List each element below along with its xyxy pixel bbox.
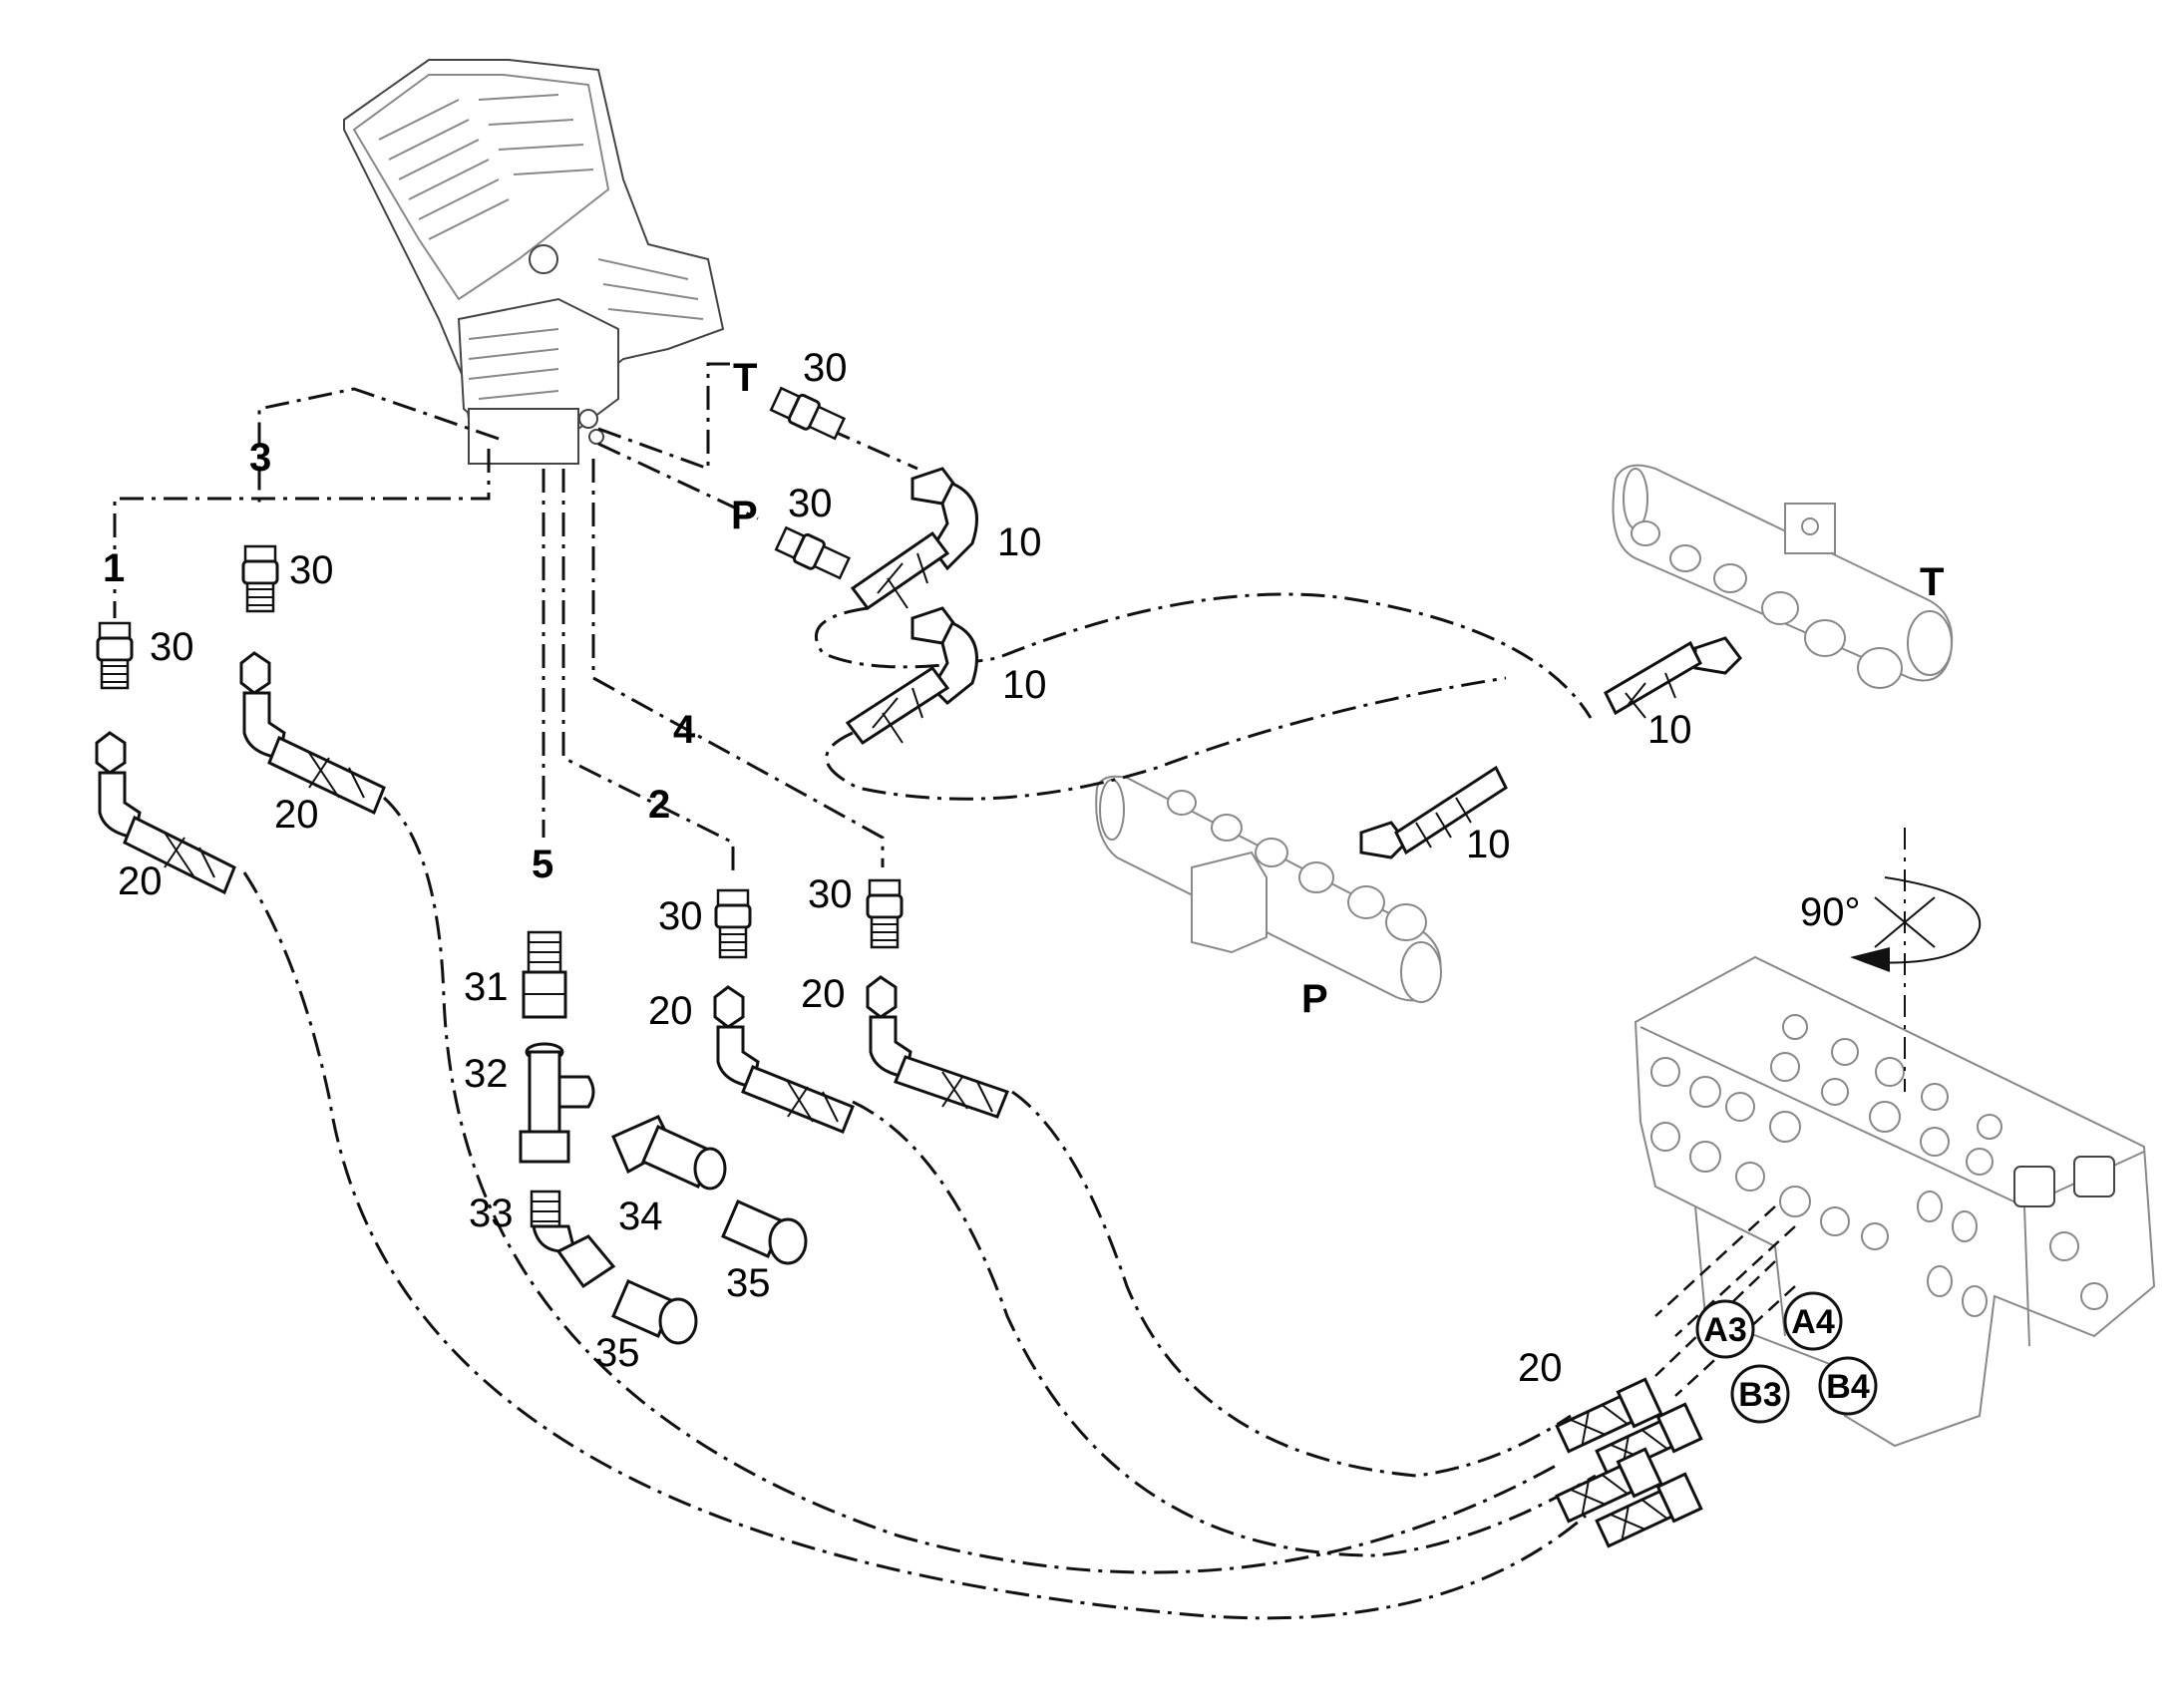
hose-end-10-p [845,606,978,746]
line-2-label: 2 [648,783,670,827]
part-20-label-valve: 20 [1518,1346,1563,1390]
line-1-label: 1 [103,546,125,590]
fitting-33-elbow [530,1190,616,1289]
rotation-label: 90° [1800,890,1861,934]
hose-end-20-line2 [713,985,855,1134]
control-valve-block [1634,955,2156,1448]
valve-port-b3: B3 [1730,1364,1790,1424]
fitting-30-line2 [714,888,752,959]
fitting-34 [611,1115,727,1191]
pedal-port-t-label: T [733,356,757,400]
part-10-label-p: 10 [1002,663,1047,707]
valve-port-b4-label: B4 [1826,1368,1870,1406]
hose-end-10-manifold-t [1604,636,1742,719]
valve-port-a4-label: A4 [1791,1303,1835,1341]
part-20-label-line4: 20 [801,972,846,1016]
part-10-label-manifold-t: 10 [1647,708,1692,752]
fitting-35-b [611,1279,698,1345]
fitting-30-port-t [769,386,847,441]
line-4-label: 4 [673,708,696,752]
fitting-30-port-p [774,525,852,580]
fitting-30-line3 [241,544,279,613]
hose-end-20-line1 [95,731,236,895]
hose-end-10-t [850,467,978,611]
line-3-label: 3 [249,436,271,480]
part-30-label-line2: 30 [658,894,703,938]
fitting-30-line4 [866,878,904,949]
part-30-label-line3: 30 [289,548,334,592]
part-10-label-t: 10 [997,520,1042,564]
part-35-label-b: 35 [595,1331,640,1375]
part-20-label-line1: 20 [118,859,163,903]
part-34-label: 34 [618,1195,663,1238]
pedal-port-p-label: P [731,494,758,537]
line-5-label: 5 [532,843,553,886]
fitting-31 [522,930,567,1019]
part-10-label-manifold-p: 10 [1466,823,1511,866]
rotation-indicator [1850,828,1982,1092]
part-35-label-a: 35 [726,1261,771,1305]
fitting-30-line1 [96,621,134,690]
part-30-label-p: 30 [788,482,833,525]
part-32-label: 32 [464,1052,509,1096]
manifold-t [1612,464,1954,689]
valve-port-a4: A4 [1783,1291,1843,1351]
manifold-p [1095,775,1442,1003]
fitting-32-tee [519,1042,595,1164]
hose-end-10-manifold-p [1359,765,1508,859]
part-20-label-line2: 20 [648,989,693,1033]
valve-port-a3: A3 [1695,1299,1755,1359]
hose-end-20-line3 [239,651,386,816]
manifold-p-label: P [1301,977,1328,1021]
valve-port-a3-label: A3 [1703,1311,1746,1349]
hose-routes [113,362,1796,1620]
manifold-t-label: T [1920,560,1944,604]
hose-end-20-line4 [866,975,1009,1119]
fitting-35-a [721,1199,808,1265]
valve-port-b3-label: B3 [1738,1376,1781,1414]
hose-ends-20-valve [1555,1377,1703,1548]
valve-port-b4: B4 [1818,1356,1878,1416]
part-30-label-line1: 30 [150,625,194,669]
foot-pedal-assembly [343,59,725,465]
part-20-label-line3: 20 [274,793,319,837]
part-30-label-t: 30 [803,346,848,390]
part-31-label: 31 [464,965,509,1009]
part-30-label-line4: 30 [808,872,853,916]
part-33-label: 33 [469,1192,514,1235]
